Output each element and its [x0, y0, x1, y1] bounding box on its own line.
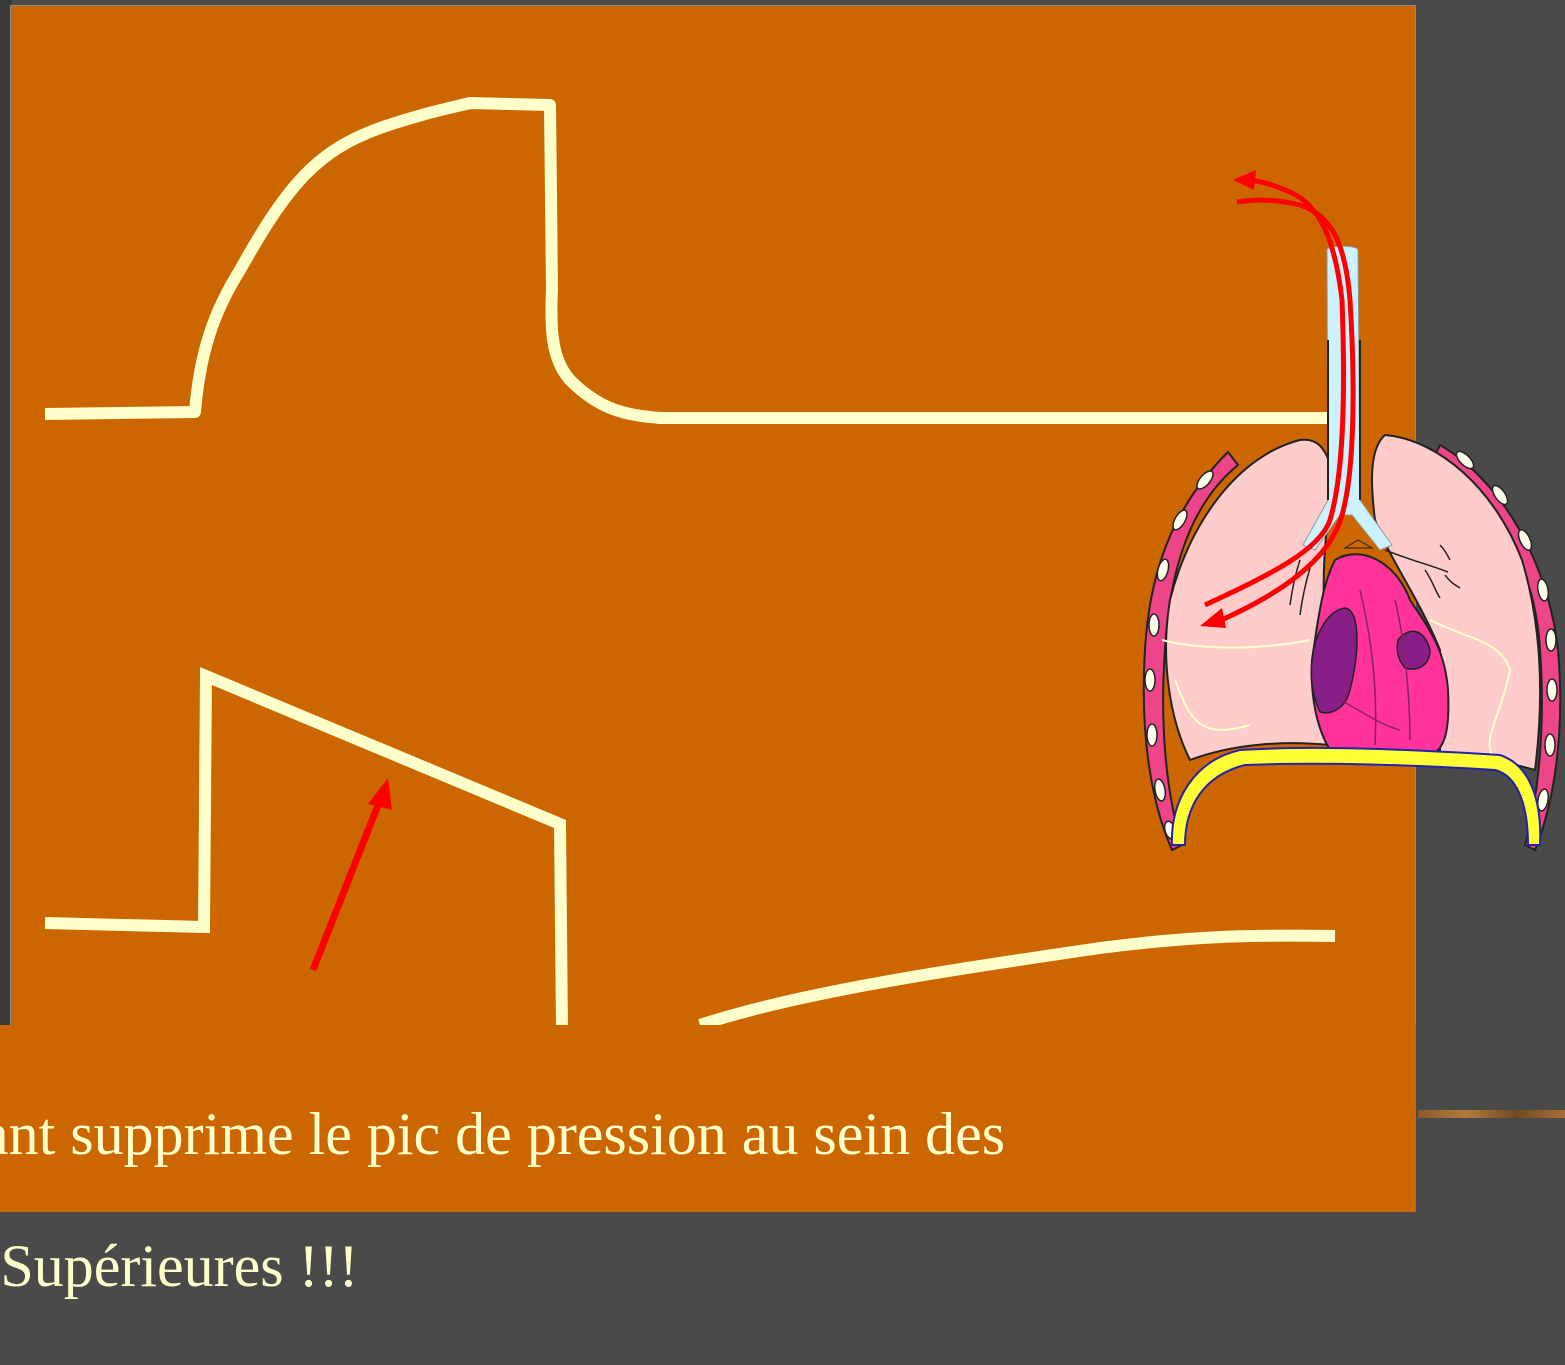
lower-pressure-curve: [45, 676, 562, 1030]
lower-pressure-recovery-curve: [700, 936, 1335, 1025]
caption-line-1: rant supprime le pic de pression au sein…: [0, 1101, 1416, 1167]
caption-text: rant supprime le pic de pression au sein…: [0, 1035, 1416, 1365]
upper-pressure-curve: [45, 103, 1335, 418]
caption-line-2: s Supérieures !!!: [0, 1233, 1416, 1299]
right-edge-decoration: [1418, 1110, 1565, 1118]
red-arrow-icon: [313, 778, 392, 970]
airflow-arrow-head-top: [1233, 170, 1256, 190]
diaphragm: [1172, 748, 1540, 845]
left-lung: [1166, 440, 1332, 760]
